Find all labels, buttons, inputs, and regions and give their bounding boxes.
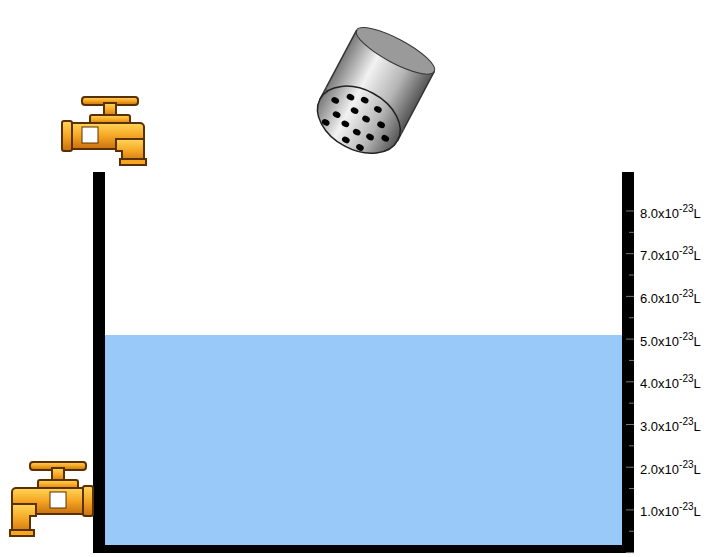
scale-tick [629, 275, 634, 276]
scale-tick [626, 552, 634, 553]
scale-tick [629, 531, 634, 532]
scale-label: 8.0x10-23L [640, 201, 701, 222]
scale-label: 5.0x10-23L [640, 329, 701, 350]
scale-tick [626, 509, 634, 510]
scale-tick [626, 381, 634, 382]
salt-shaker [306, 20, 440, 167]
faucet [10, 462, 93, 536]
scale-tick [629, 232, 634, 233]
tank-floor [93, 545, 634, 553]
scale-label: 4.0x10-23L [640, 371, 701, 392]
scale-tick [629, 403, 634, 404]
tank-wall [93, 172, 105, 553]
scale-tick [626, 296, 634, 297]
scale-tick [626, 339, 634, 340]
scale-ticks [626, 211, 634, 553]
scale-tick [629, 488, 634, 489]
tank-wall [622, 172, 634, 553]
scale-tick [626, 253, 634, 254]
scale-label: 3.0x10-23L [640, 414, 701, 435]
scale-tick [629, 445, 634, 446]
scale-label: 6.0x10-23L [640, 286, 701, 307]
scale-tick [626, 467, 634, 468]
scale-tick [626, 211, 634, 212]
scale-tick [629, 317, 634, 318]
scale-label: 7.0x10-23L [640, 243, 701, 264]
water [105, 335, 622, 545]
scale-label: 2.0x10-23L [640, 457, 701, 478]
faucet [62, 97, 146, 165]
scale-label: 1.0x10-23L [640, 499, 701, 520]
scale-tick [629, 360, 634, 361]
scale-tick [626, 424, 634, 425]
